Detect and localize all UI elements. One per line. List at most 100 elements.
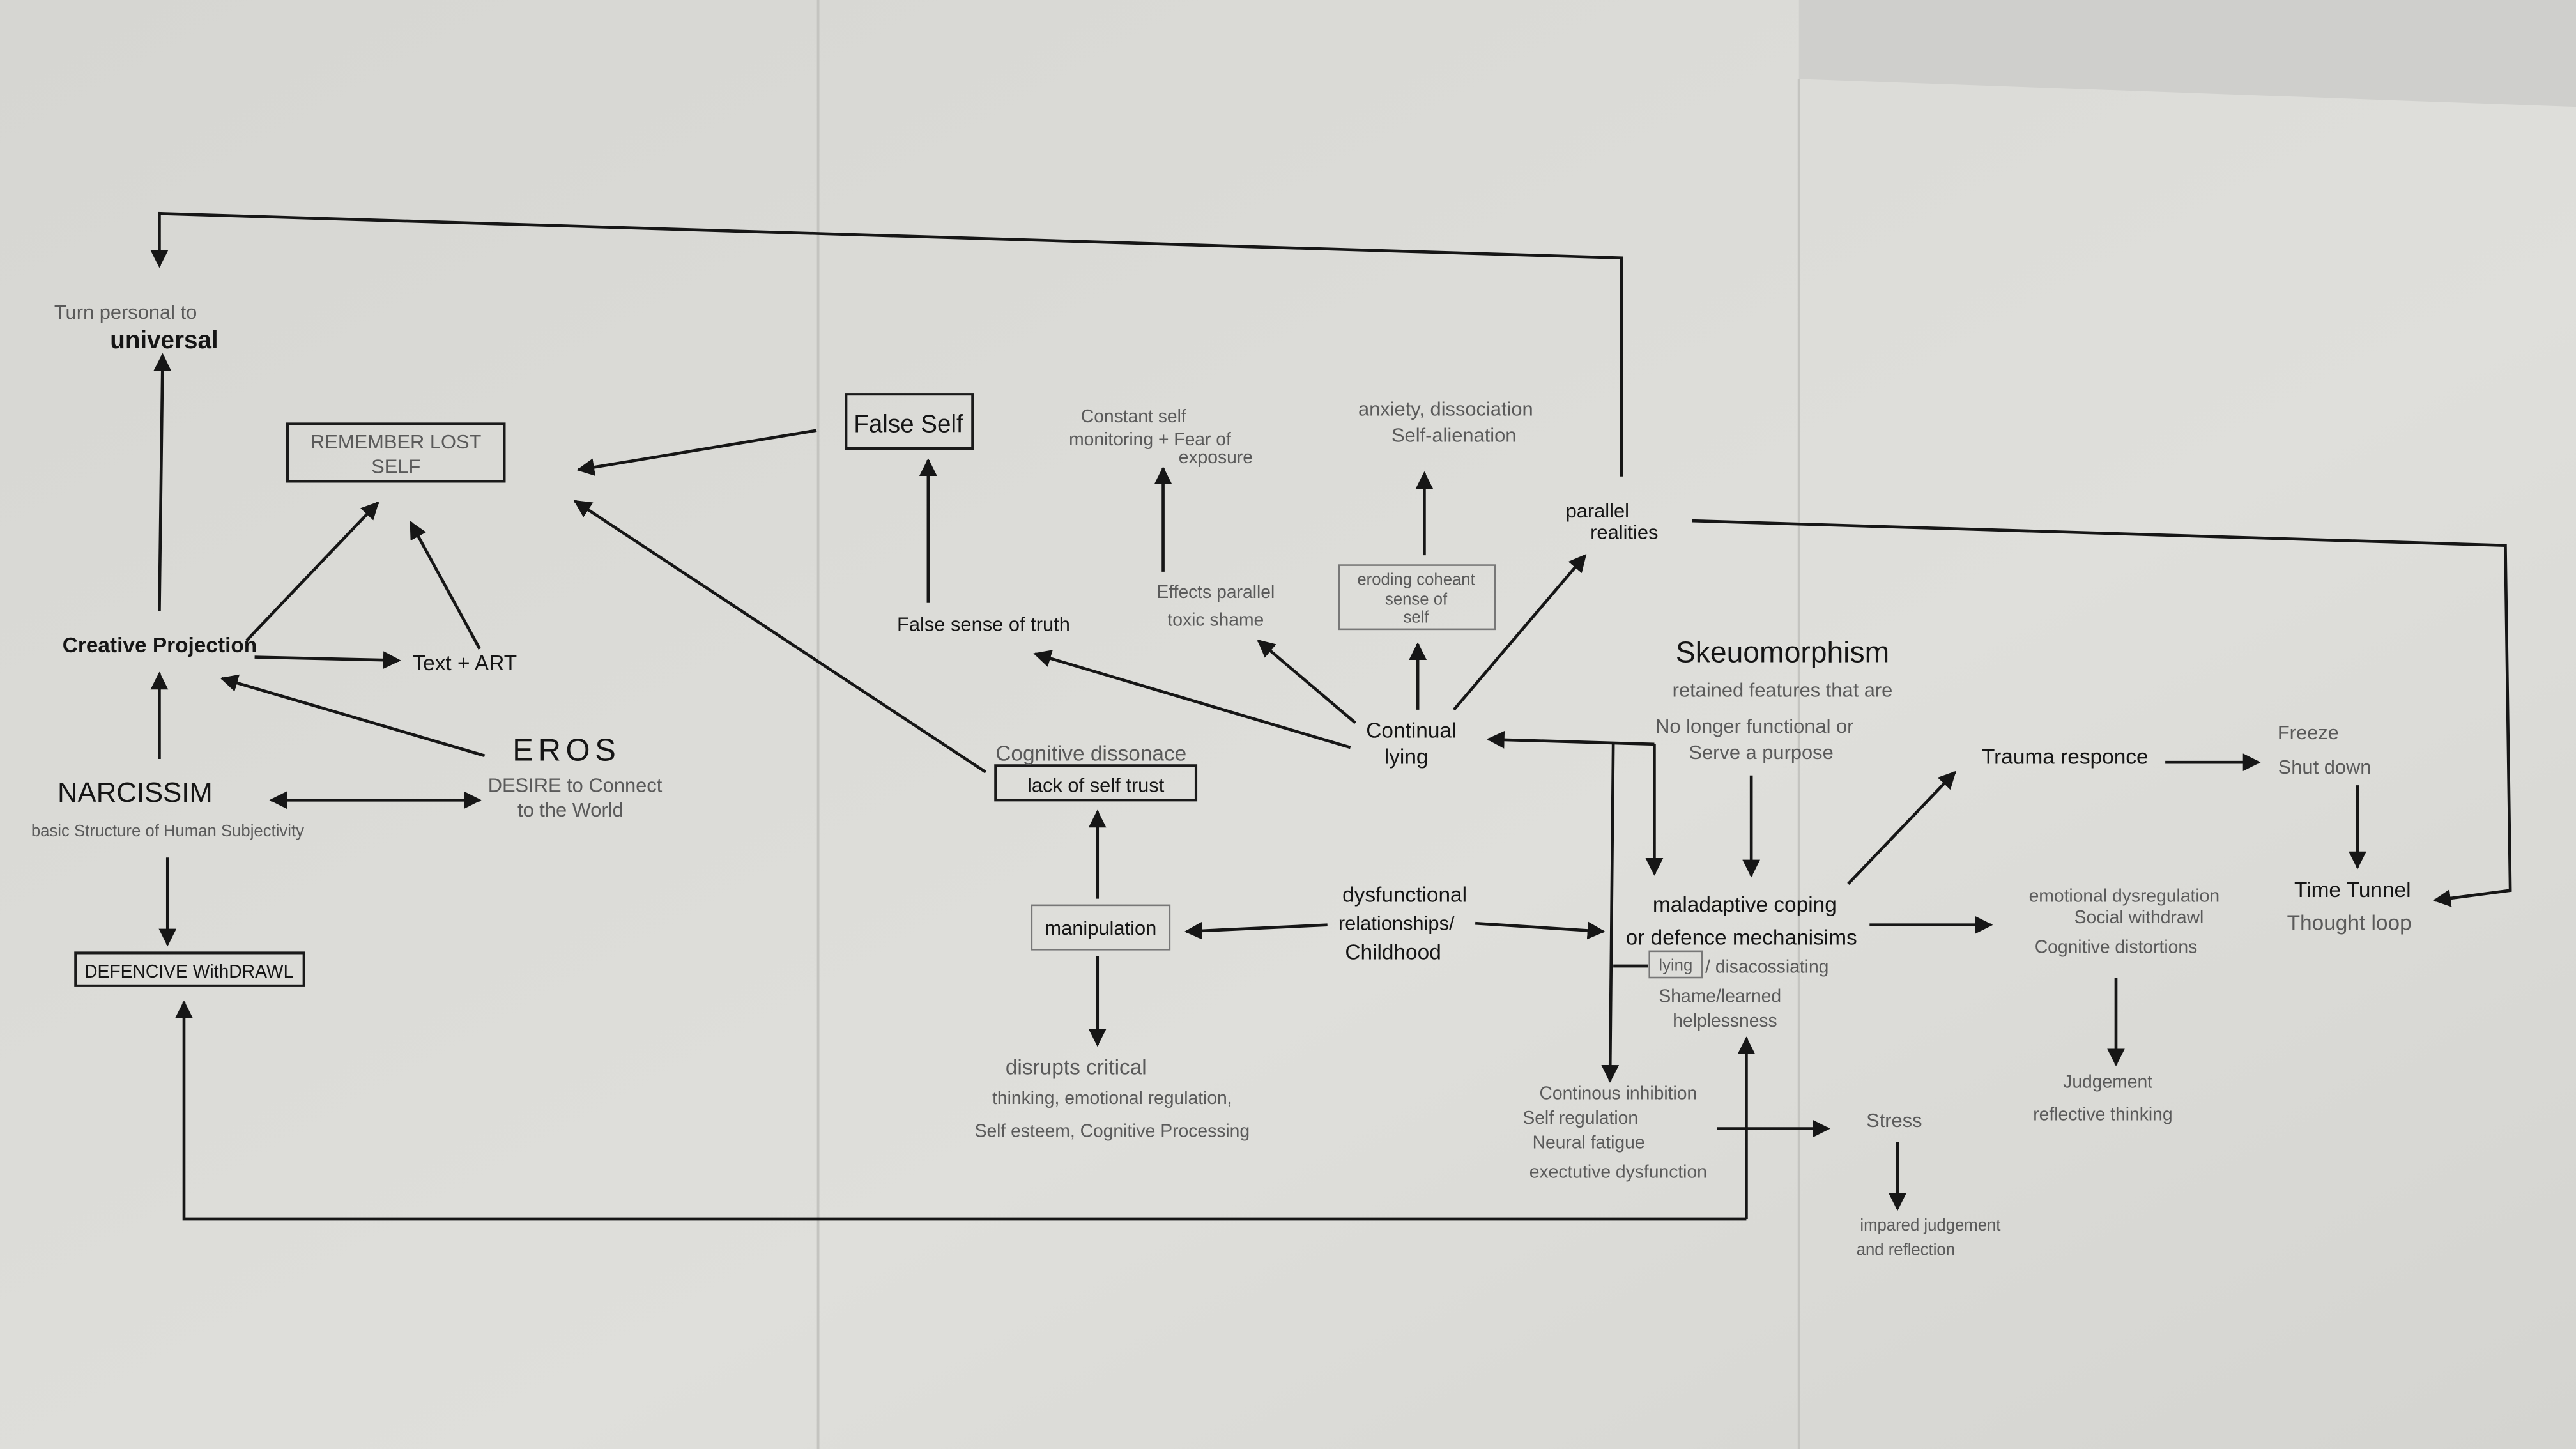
node-text: monitoring + Fear of — [1069, 429, 1231, 449]
node-text: Self esteem, Cognitive Processing — [975, 1120, 1250, 1140]
wall-top-right — [1798, 0, 2576, 107]
node-text: thinking, emotional regulation, — [992, 1087, 1232, 1108]
node-title: Skeuomorphism — [1676, 635, 1889, 668]
connectors — [150, 211, 2512, 1221]
node-text: helplessness — [1673, 1010, 1777, 1031]
node-false-self: False Self — [854, 410, 963, 438]
node-text: Self-alienation — [1392, 424, 1516, 447]
node-text: Continual — [1366, 719, 1456, 743]
node-text: Constant self — [1081, 406, 1186, 426]
node-parallel-realities: parallel realities — [1566, 500, 1659, 543]
lack-self-trust-box — [994, 764, 1198, 802]
node-text: anxiety, dissociation — [1358, 398, 1533, 420]
arrow-text-to-remember — [409, 521, 481, 650]
node-text: exectutive dysfunction — [1529, 1162, 1707, 1182]
arrow-creative-to-remember — [245, 501, 379, 642]
node-text: lying — [1384, 746, 1429, 769]
node-text: Childhood — [1345, 941, 1441, 965]
node-text: to the World — [518, 799, 624, 821]
node-effects-shame: Effects parallel toxic shame — [1156, 581, 1275, 630]
node-text: Neural fatigue — [1533, 1131, 1645, 1152]
node-text: Serve a purpose — [1689, 741, 1833, 763]
node-text: parallel — [1566, 500, 1629, 522]
node-dysfunctional: dysfunctional relationships/ Childhood — [1338, 884, 1467, 965]
node-text: disrupts critical — [1006, 1056, 1147, 1080]
node-text: Shut down — [2278, 756, 2372, 778]
node-text: self — [1404, 609, 1430, 627]
loop-arrow-top — [150, 211, 1623, 477]
arrow-lying-to-parallel — [1452, 554, 1587, 711]
loop-arrow-bottom-left — [175, 1000, 1747, 1221]
node-text: sense of — [1385, 590, 1448, 608]
node-text: toxic shame — [1167, 610, 1264, 630]
arrow-falseself-to-remember — [576, 429, 817, 477]
node-text: Freeze — [2278, 721, 2339, 744]
node-impaired: impared judgement and reflection — [1857, 1216, 2001, 1259]
node-text: relationships/ — [1338, 912, 1455, 934]
node-skeuomorphism: Skeuomorphism retained features that are… — [1655, 635, 1892, 763]
node-continual-lying: Continual lying — [1366, 719, 1456, 769]
node-disrupts: disrupts critical thinking, emotional re… — [975, 1056, 1250, 1141]
node-text: / disacossiating — [1705, 956, 1828, 976]
node-text: emotional dysregulation — [2029, 885, 2220, 906]
node-remember-lost-self: REMEMBER LOST SELF — [310, 431, 482, 478]
node-freeze: Freeze Shut down — [2278, 721, 2372, 778]
node-title: Time Tunnel — [2294, 878, 2411, 902]
node-title: maladaptive coping — [1653, 893, 1837, 917]
node-maladaptive: maladaptive coping or defence mechanisim… — [1626, 893, 1857, 1031]
node-text: eroding coheant — [1357, 571, 1475, 588]
node-manipulation: manipulation — [1045, 917, 1156, 939]
node-eroding-self: eroding coheant sense of self — [1357, 571, 1475, 626]
node-trauma-response: Trauma responce — [1982, 746, 2149, 769]
node-stress: Stress — [1866, 1109, 1922, 1131]
false-self-box — [845, 393, 974, 450]
arrow-to-inhibition — [1601, 744, 1620, 1083]
node-text: REMEMBER LOST — [310, 431, 482, 453]
node-text: Thought loop — [2287, 911, 2412, 935]
node-text: reflective thinking — [2033, 1104, 2172, 1124]
node-text: Judgement — [2063, 1071, 2152, 1091]
node-text: No longer functional or — [1655, 715, 1853, 737]
node-lying: lying — [1659, 957, 1692, 975]
arrow-dysfunctional-to-manipulation — [1184, 921, 1328, 940]
node-creative-projection: Creative Projection — [63, 634, 257, 657]
node-eros: EROS DESIRE to Connect to the World — [488, 733, 663, 821]
node-time-tunnel: Time Tunnel Thought loop — [2287, 878, 2412, 935]
node-text: and reflection — [1857, 1241, 1955, 1259]
node-text: basic Structure of Human Subjectivity — [31, 822, 304, 840]
node-text: Continous inhibition — [1539, 1082, 1697, 1103]
node-text: Shame/learned — [1659, 986, 1781, 1006]
arrow-eros-to-creative — [220, 674, 486, 758]
node-text: retained features that are — [1673, 678, 1893, 701]
node-anxiety: anxiety, dissociation Self-alienation — [1358, 398, 1533, 447]
node-text: Turn personal to — [54, 301, 197, 323]
node-text: dysfunctional — [1342, 884, 1467, 907]
arrow-creative-to-universal — [153, 353, 172, 611]
node-text: realities — [1590, 521, 1658, 543]
node-narcissim: NARCISSIM basic Structure of Human Subje… — [31, 777, 304, 840]
node-text: exposure — [1179, 447, 1253, 467]
remember-lost-self-box — [286, 422, 506, 483]
node-false-sense-truth: False sense of truth — [897, 613, 1070, 635]
node-constant-self: Constant self monitoring + Fear of expos… — [1069, 406, 1253, 467]
node-emotional: emotional dysregulation Social withdrawl… — [2029, 885, 2220, 957]
defencive-withdrawl-box — [74, 951, 305, 987]
node-text: DESIRE to Connect — [488, 774, 663, 796]
node-text: impared judgement — [1860, 1216, 2000, 1234]
node-title: NARCISSIM — [57, 777, 213, 808]
arrow-maladaptive-to-trauma — [1847, 770, 1956, 885]
node-text: Cognitive distortions — [2035, 936, 2198, 956]
node-text: Self regulation — [1522, 1107, 1638, 1128]
node-lack-self-trust: lack of self trust — [1027, 774, 1165, 796]
node-cognitive-dissonance: Cognitive dissonace — [995, 742, 1186, 766]
node-continuous-inhibition: Continous inhibition Self regulation Neu… — [1522, 1082, 1707, 1181]
node-title: EROS — [512, 733, 620, 768]
node-text: SELF — [371, 456, 420, 478]
eroding-self-box — [1338, 564, 1496, 631]
node-turn-personal: Turn personal to universal — [54, 301, 218, 354]
node-text: Social withdrawl — [2074, 907, 2204, 927]
arrow-lying-to-truth — [1033, 650, 1351, 749]
arrow-creative-to-text — [254, 651, 401, 670]
